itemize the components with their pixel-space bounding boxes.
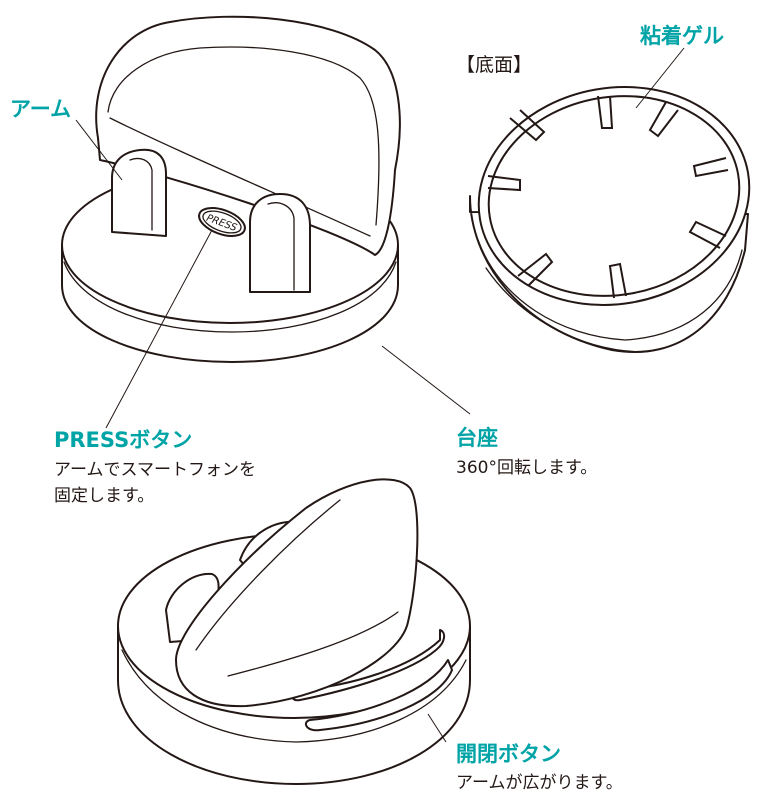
right-arm	[249, 193, 311, 293]
bottom-view	[469, 86, 751, 353]
release-button-desc: アームが広がります。	[456, 773, 623, 793]
holder-side-view	[117, 478, 471, 785]
press-button-label: PRESSボタン	[54, 428, 193, 452]
base-desc: 360°回転します。	[456, 458, 598, 478]
release-button-label: 開閉ボタン	[456, 742, 561, 766]
holder-front-view: PRESS	[61, 15, 401, 363]
arm-label: アーム	[10, 97, 72, 121]
press-button-desc-line2: 固定します。	[54, 486, 155, 506]
press-button-graphic: PRESS	[198, 207, 246, 237]
adhesive-gel-label: 粘着ゲル	[640, 24, 724, 48]
base-label: 台座	[456, 426, 498, 450]
press-button-desc-line1: アームでスマートフォンを	[54, 460, 256, 480]
bottom-view-label: 【底面】	[456, 54, 533, 76]
left-arm	[111, 148, 167, 237]
leader-lines	[75, 47, 685, 743]
adhesive-gel-grooves	[487, 95, 729, 299]
